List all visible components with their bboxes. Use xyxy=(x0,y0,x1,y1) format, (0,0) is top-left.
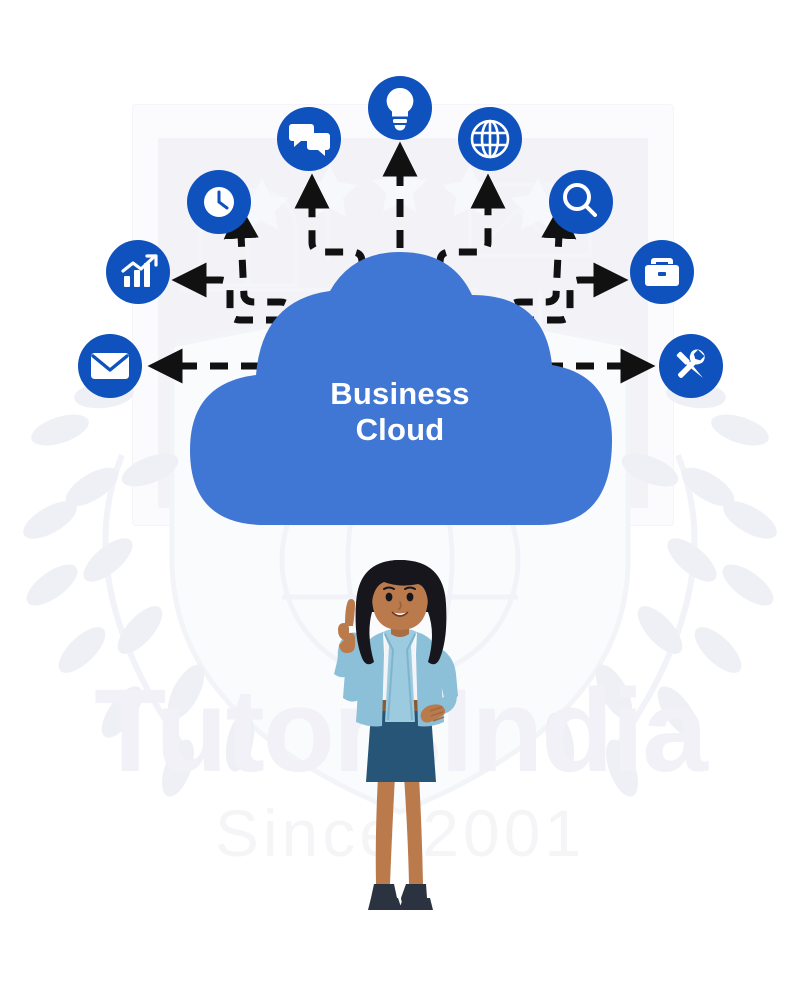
chat-bubbles-icon xyxy=(289,124,330,156)
globe-icon xyxy=(470,119,510,159)
node-chat[interactable] xyxy=(277,107,341,171)
magnifier-icon xyxy=(563,183,597,217)
bar-chart-growth-icon xyxy=(121,254,158,287)
node-tools[interactable] xyxy=(659,334,723,398)
node-mail[interactable] xyxy=(78,334,142,398)
node-search[interactable] xyxy=(549,170,613,234)
presenter-woman xyxy=(334,560,458,910)
node-globe[interactable] xyxy=(458,107,522,171)
briefcase-icon xyxy=(645,258,679,286)
node-search-circle xyxy=(549,170,613,234)
cloud-label-line-1: Business xyxy=(330,376,470,411)
node-briefcase[interactable] xyxy=(630,240,694,304)
node-clock[interactable] xyxy=(187,170,251,234)
lightbulb-icon xyxy=(386,87,414,131)
cloud-label: Business Cloud xyxy=(250,376,550,448)
cloud-shape xyxy=(190,252,612,525)
node-lightbulb[interactable] xyxy=(368,76,432,140)
connector-to-globe xyxy=(436,173,506,330)
connector-to-briefcase xyxy=(516,262,629,324)
cloud-label-line-2: Cloud xyxy=(355,411,445,447)
tools-icon xyxy=(676,349,705,379)
node-growth[interactable] xyxy=(106,240,170,304)
connector-to-chat xyxy=(294,173,366,330)
clock-icon xyxy=(204,187,234,217)
connector-to-growth xyxy=(171,262,284,324)
brand-watermark-tagline: Since 2001 xyxy=(214,796,586,870)
envelope-icon xyxy=(91,353,129,379)
